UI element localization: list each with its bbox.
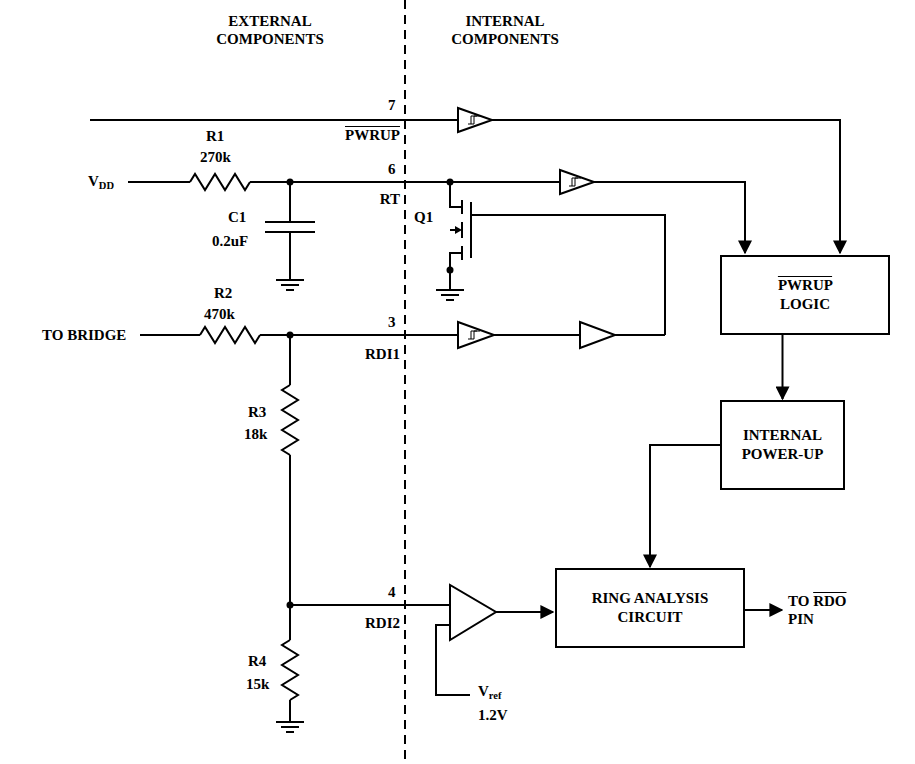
pin-name: RDI1	[340, 345, 400, 363]
part-value: 0.2uF	[212, 232, 248, 250]
junction-dot	[447, 267, 454, 274]
connector-arrow	[782, 335, 784, 399]
comparator-symbol	[450, 585, 496, 640]
schmitt-buffer	[458, 108, 492, 132]
part-name: R4	[248, 652, 266, 670]
hysteresis-glyph	[468, 116, 480, 124]
buffer-symbol	[580, 322, 615, 348]
process-box: INTERNAL POWER-UP	[720, 400, 845, 490]
resistor-symbol	[190, 174, 250, 190]
hysteresis-glyph	[569, 178, 581, 186]
part-value: 470k	[204, 305, 235, 323]
pin-name: PWRUP	[330, 126, 400, 144]
part-value: 18k	[244, 425, 267, 443]
connector-arrow	[650, 445, 720, 567]
part-name: R2	[214, 284, 232, 302]
wire	[745, 609, 782, 611]
hysteresis-glyph	[468, 331, 480, 339]
schmitt-buffer	[458, 322, 494, 348]
wire	[250, 181, 560, 183]
wire	[289, 232, 291, 280]
junction-dot	[447, 179, 454, 186]
part-name: R3	[248, 403, 266, 421]
schmitt-buffer	[560, 170, 594, 194]
region-heading: INTERNAL COMPONENTS	[425, 12, 585, 48]
part-name: R1	[206, 127, 224, 145]
signal-name: TO BRIDGE	[42, 326, 126, 344]
wire	[140, 334, 200, 336]
mosfet-source	[450, 230, 462, 290]
junction-dot	[287, 332, 294, 339]
ground-symbol	[276, 722, 304, 732]
wire	[450, 182, 462, 207]
wire	[436, 625, 470, 695]
wire	[471, 215, 665, 335]
wire	[494, 334, 580, 336]
pin-name: RDI2	[340, 614, 400, 632]
resistor-symbol	[282, 385, 298, 455]
wire	[289, 182, 291, 222]
wire	[128, 181, 190, 183]
pin-number: 4	[388, 583, 396, 601]
junction-dot	[287, 179, 294, 186]
pin-number: 3	[388, 313, 396, 331]
boundary-line	[404, 0, 406, 764]
wire	[290, 455, 450, 605]
part-name: C1	[228, 208, 246, 226]
region-heading: EXTERNAL COMPONENTS	[195, 12, 345, 48]
mosfet-arrow	[455, 226, 462, 234]
resistor-symbol	[200, 327, 260, 343]
box-text: RING ANALYSIS CIRCUIT	[575, 589, 725, 627]
wire	[496, 611, 553, 613]
wire	[289, 335, 291, 385]
reference-value: 1.2V	[478, 706, 508, 724]
reference-name: Vref	[478, 682, 501, 705]
box-text: INTERNAL POWER-UP	[735, 426, 830, 464]
wire	[90, 119, 458, 121]
supply-name: VDD	[88, 172, 114, 195]
ground-symbol	[436, 290, 464, 300]
mosfet-gate	[470, 202, 472, 258]
part-name: Q1	[414, 208, 433, 226]
logic-box: PWRUP LOGIC	[720, 255, 890, 335]
wire	[615, 334, 665, 336]
wire	[289, 700, 291, 722]
wire	[594, 182, 745, 253]
capacitor-symbol	[265, 222, 315, 232]
signal-name: TO RDO PIN	[788, 592, 858, 628]
pin-number: 6	[388, 160, 396, 178]
wire	[289, 605, 291, 640]
junction-dot	[287, 602, 294, 609]
box-text: PWRUP LOGIC	[765, 276, 845, 314]
part-value: 270k	[200, 148, 231, 166]
resistor-symbol	[282, 640, 298, 700]
pin-number: 7	[388, 96, 396, 114]
part-value: 15k	[246, 675, 269, 693]
process-box: RING ANALYSIS CIRCUIT	[555, 568, 745, 648]
ground-symbol	[276, 280, 304, 290]
pin-name: RT	[350, 190, 400, 208]
